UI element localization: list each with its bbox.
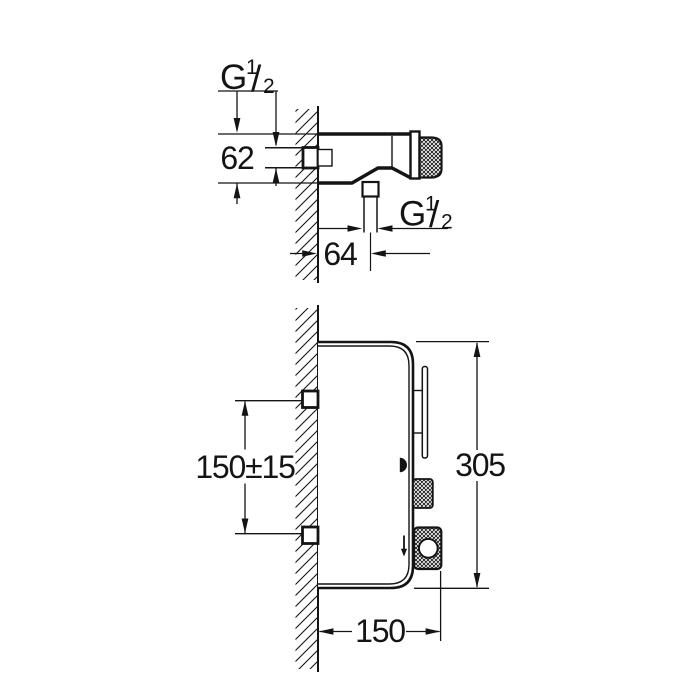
dim-label-overall-height: 305 xyxy=(455,447,505,483)
dim-label-body-height: 62 xyxy=(220,140,254,176)
dim-body-height: 62 xyxy=(218,133,318,184)
wall-hatch xyxy=(295,308,318,669)
arrowhead-up xyxy=(241,401,249,416)
dim-label-outlet-offset: 64 xyxy=(323,236,357,272)
flow-arrow-head xyxy=(400,548,408,557)
thread-label-inlet-G: G xyxy=(220,58,247,97)
arrowhead-left xyxy=(371,250,386,257)
thread-label-inlet-denominator: 2 xyxy=(263,75,275,98)
knob-center-button xyxy=(417,537,439,559)
mixer-body-outline xyxy=(318,340,415,590)
mixer-body-inner-line xyxy=(318,345,410,585)
inlet-union-inner xyxy=(317,148,333,167)
arrowhead-down xyxy=(473,573,481,588)
dim-inlet-spacing: 150±15 xyxy=(195,400,302,535)
inlet-union-bottom xyxy=(301,525,320,545)
dim-label-depth: 150 xyxy=(355,613,405,649)
arrowhead-right xyxy=(347,225,363,232)
arrowhead-down xyxy=(241,518,249,534)
arrowhead-right xyxy=(302,250,317,257)
arrowhead-right xyxy=(425,628,441,635)
inlet-union-nut xyxy=(301,146,320,170)
dim-inlet-thread: G 1 / 2 xyxy=(218,56,280,204)
top-view: G 1 / 2 62 G 1 / 2 64 xyxy=(218,56,453,283)
indicator-mark xyxy=(399,457,407,473)
thread-label-inlet-numerator: 1 xyxy=(246,56,258,79)
inlet-union-top xyxy=(301,389,320,409)
arrowhead-left xyxy=(318,628,334,635)
thread-label-outlet-G: G xyxy=(399,195,426,234)
thread-label-inlet-slash: / xyxy=(251,59,262,100)
front-view: 150±15 305 150 xyxy=(195,305,506,672)
dim-outlet-offset: 64 xyxy=(290,236,430,272)
thread-label-outlet-slash: / xyxy=(429,194,440,235)
arrowhead-up xyxy=(473,342,481,357)
arrowhead-down xyxy=(272,132,280,147)
mixer-body-bottom-edge xyxy=(318,166,412,185)
arrowhead-left xyxy=(377,225,393,232)
arrowhead-up xyxy=(233,183,241,199)
dim-depth: 150 xyxy=(318,571,442,649)
handle-collar xyxy=(409,130,421,180)
dim-overall-height: 305 xyxy=(414,340,506,589)
knurled-handle xyxy=(418,136,443,179)
outlet-nut xyxy=(361,180,380,198)
thread-label-outlet-numerator: 1 xyxy=(425,193,437,216)
arrowhead-up xyxy=(272,168,280,183)
shelf-edge-bar xyxy=(421,365,429,459)
thread-label-outlet-denominator: 2 xyxy=(441,211,453,234)
arrowhead-down xyxy=(233,118,241,133)
dim-outlet-thread: G 1 / 2 xyxy=(318,193,453,235)
small-control-knob xyxy=(412,478,434,509)
dim-label-inlet-spacing: 150±15 xyxy=(195,449,295,485)
